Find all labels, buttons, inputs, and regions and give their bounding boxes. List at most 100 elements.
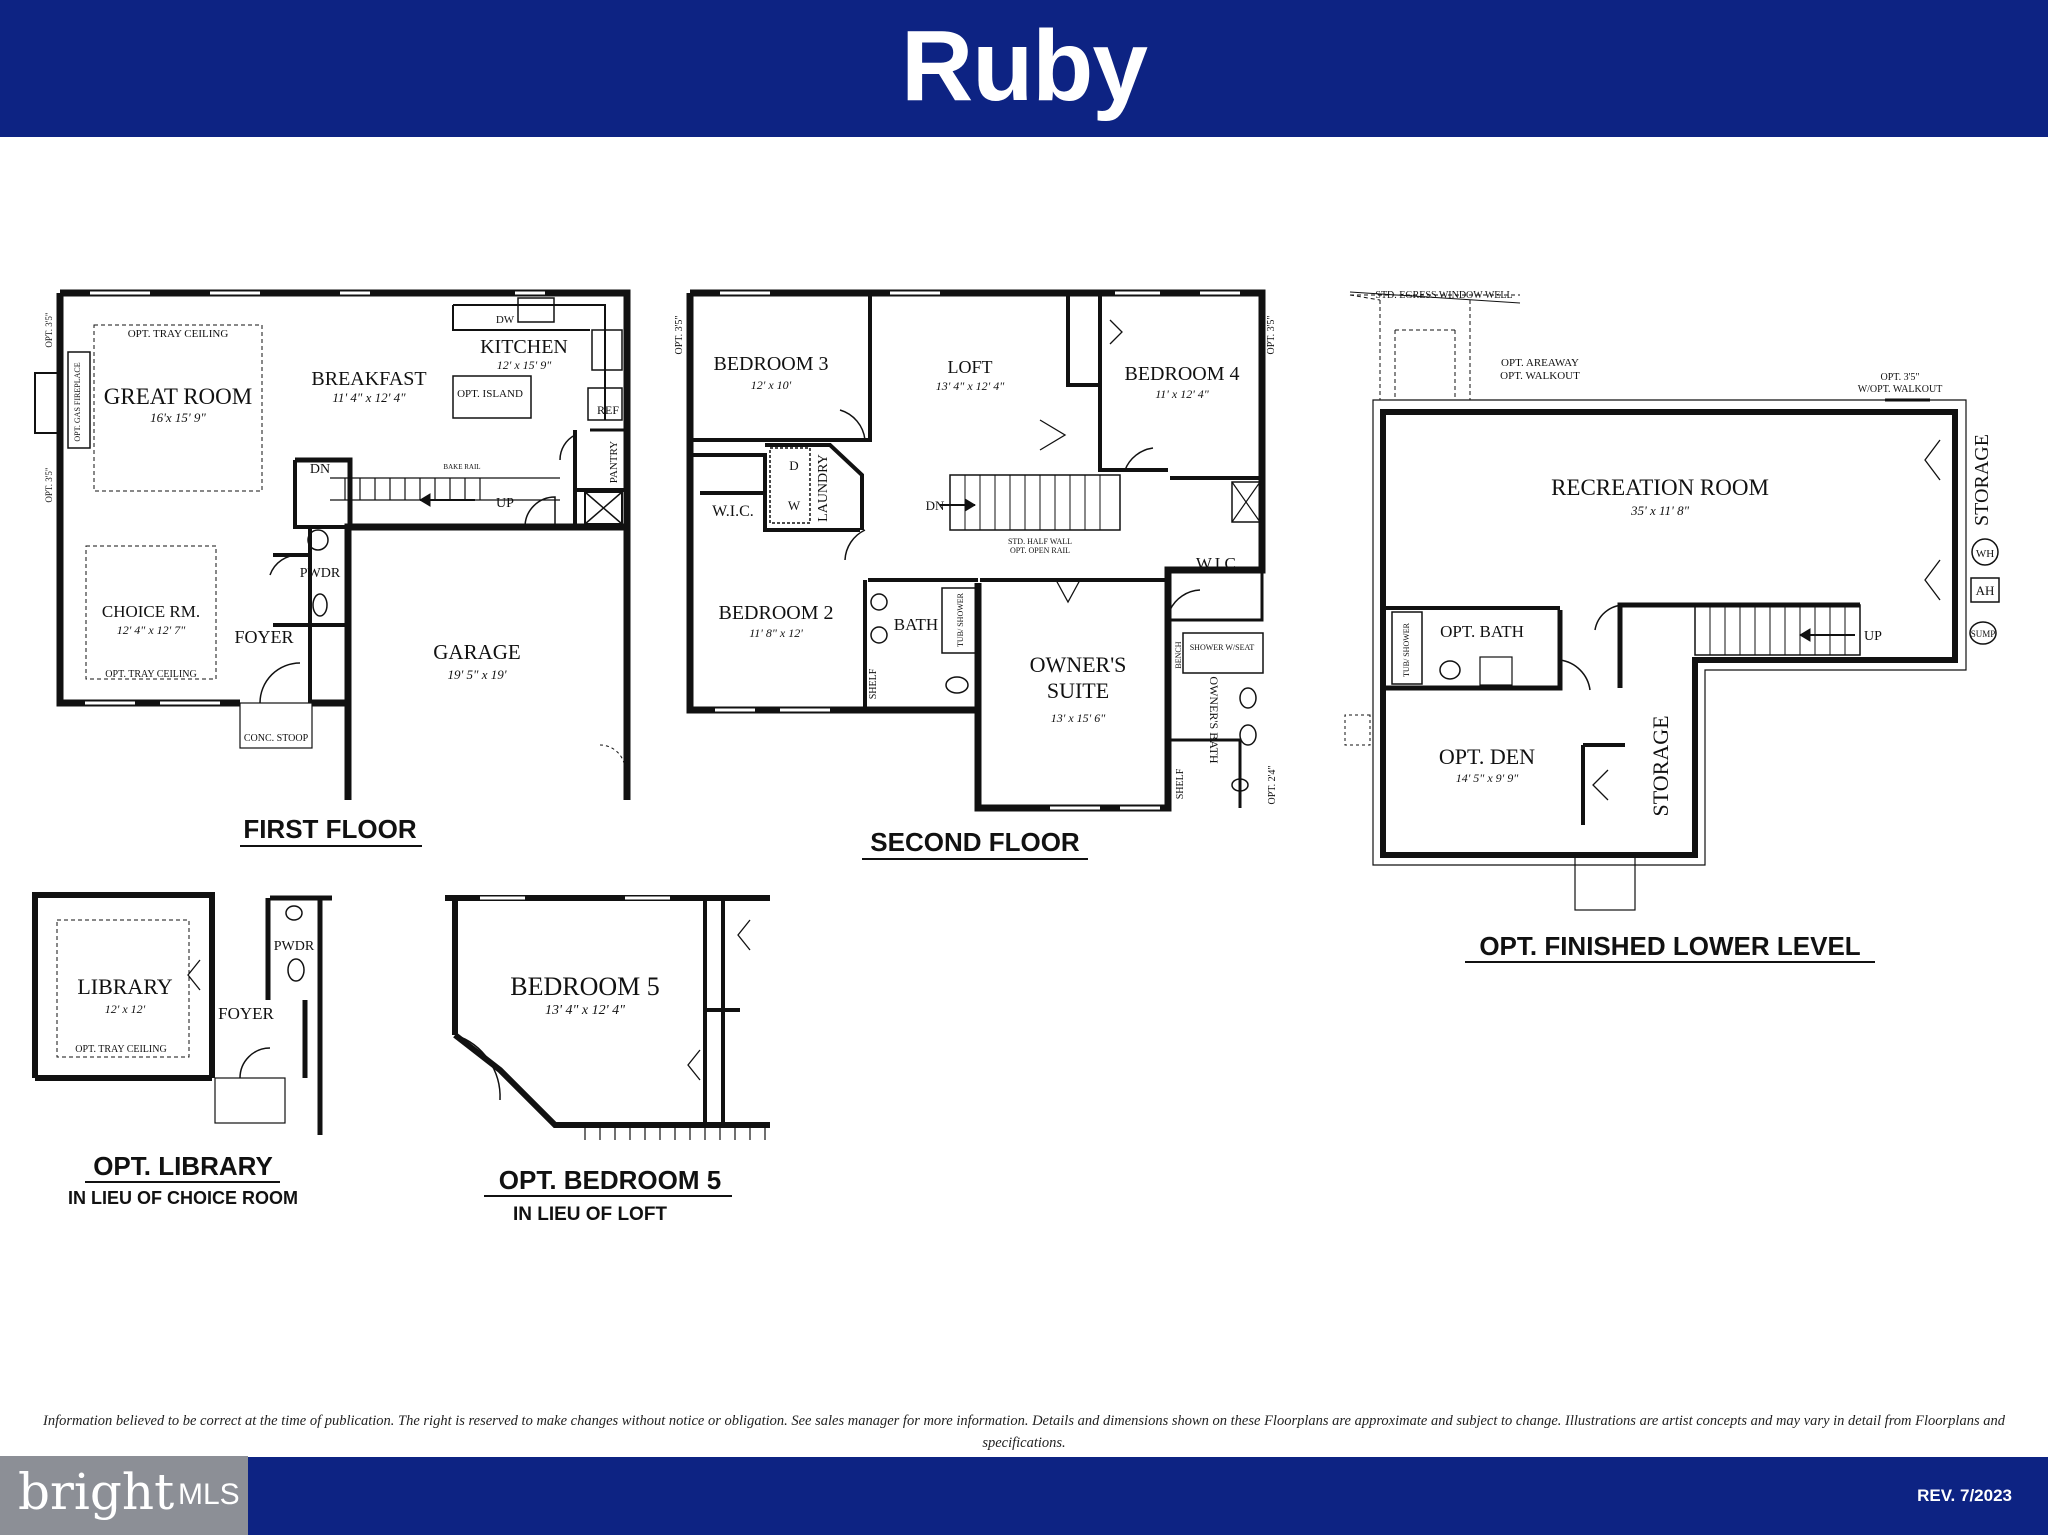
library-label: LIBRARY xyxy=(77,974,172,999)
powder-room-label: PWDR xyxy=(274,939,315,954)
bedroom-5-label: BEDROOM 5 xyxy=(510,972,660,1001)
laundry-label: LAUNDRY xyxy=(816,454,831,522)
bake-rail-note: BAKE RAIL xyxy=(443,463,480,471)
foyer-label: FOYER xyxy=(218,1004,274,1023)
lower-level-wall xyxy=(1380,409,1958,858)
open-rail-note: OPT. OPEN RAIL xyxy=(1010,546,1070,555)
walkout-door-note: W/OPT. WALKOUT xyxy=(1858,384,1943,395)
choice-room-label: CHOICE RM. xyxy=(102,602,200,621)
island-note: OPT. ISLAND xyxy=(457,388,523,400)
opt-library-subcaption: IN LIEU OF CHOICE ROOM xyxy=(68,1188,298,1208)
bedroom-5-dim: 13' 4" x 12' 4" xyxy=(545,1003,625,1018)
owners-suite-dim: 13' x 15' 6" xyxy=(1051,711,1106,725)
opt-bedroom-5-caption: OPT. BEDROOM 5 xyxy=(499,1165,721,1195)
window-note: OPT. 3'5" xyxy=(674,315,685,354)
garage-label: GARAGE xyxy=(433,640,521,664)
revision-label: REV. 7/2023 xyxy=(1917,1486,2012,1505)
areaway-note: OPT. AREAWAY xyxy=(1501,357,1579,369)
kitchen-label: KITCHEN xyxy=(480,336,568,358)
powder-room-label: PWDR xyxy=(300,566,341,581)
lower-level-labels: RECREATION ROOM 35' x 11' 8" OPT. DEN 14… xyxy=(1375,290,1996,963)
title-banner: Ruby xyxy=(0,0,2048,137)
shower-label: SHOWER W/SEAT xyxy=(1190,643,1255,652)
opt-library-caption: OPT. LIBRARY xyxy=(93,1151,273,1181)
owners-suite-label: OWNER'S xyxy=(1030,652,1127,677)
opt-bedroom-5-labels: BEDROOM 5 13' 4" x 12' 4" OPT. BEDROOM 5… xyxy=(484,972,732,1225)
second-floor-plan xyxy=(686,289,1266,812)
half-wall-note: STD. HALF WALL xyxy=(1008,537,1072,546)
recreation-room-label: RECREATION ROOM xyxy=(1551,475,1769,500)
kitchen-dim: 12' x 15' 9" xyxy=(497,358,552,372)
tub-shower-label: TUB/ SHOWER xyxy=(1402,622,1411,677)
plan-title: Ruby xyxy=(901,10,1148,122)
bedroom-3-label: BEDROOM 3 xyxy=(713,353,828,375)
opt-bedroom-5-plan xyxy=(445,895,770,1140)
great-room-label: GREAT ROOM xyxy=(104,384,252,409)
stair-down-label: DN xyxy=(926,498,945,513)
bedroom-2-label: BEDROOM 2 xyxy=(718,602,833,624)
second-floor-labels: BEDROOM 3 12' x 10' LOFT 13' 4" x 12' 4"… xyxy=(674,315,1278,860)
bath-label: BATH xyxy=(894,615,938,634)
dryer-label: D xyxy=(789,458,798,473)
first-floor-plan xyxy=(34,289,631,800)
storage-label: STORAGE xyxy=(1971,434,1993,526)
footer-bar xyxy=(0,1457,2048,1535)
lower-level-caption: OPT. FINISHED LOWER LEVEL xyxy=(1479,931,1860,961)
egress-note: STD. EGRESS WINDOW WELL xyxy=(1375,290,1512,301)
bright-mls-logo xyxy=(0,1456,248,1535)
pantry-label: PANTRY xyxy=(608,441,620,483)
tub-shower-label: TUB/ SHOWER xyxy=(956,592,965,647)
sump-label: SUMP xyxy=(1971,629,1996,639)
choice-room-dim: 12' 4" x 12' 7" xyxy=(117,623,186,637)
refrigerator-label: REF xyxy=(597,403,619,417)
tray-ceiling-note: OPT. TRAY CEILING xyxy=(75,1044,166,1055)
opt-library-labels: LIBRARY 12' x 12' OPT. TRAY CEILING PWDR… xyxy=(68,939,315,1208)
opt-bedroom-5-subcaption: IN LIEU OF LOFT xyxy=(513,1204,667,1225)
logo-text: bright xyxy=(18,1463,175,1521)
lower-level-plan xyxy=(1344,291,2000,911)
foyer-label: FOYER xyxy=(234,627,293,647)
tray-ceiling-note: OPT. TRAY CEILING xyxy=(128,328,229,340)
bedroom-2-dim: 11' 8" x 12' xyxy=(749,626,803,640)
bench-label: BENCH xyxy=(1174,641,1183,668)
library-dim: 12' x 12' xyxy=(105,1002,146,1016)
window-note: OPT. 3'5" xyxy=(1266,315,1277,354)
window-note: OPT. 2'4" xyxy=(1267,765,1278,804)
logo-mls-text: MLS xyxy=(178,1478,240,1511)
tray-ceiling-note: OPT. TRAY CEILING xyxy=(105,669,196,680)
storage-label: STORAGE xyxy=(1648,715,1673,816)
second-floor-caption: SECOND FLOOR xyxy=(870,827,1080,857)
den-label: OPT. DEN xyxy=(1439,744,1535,769)
garage-dim: 19' 5" x 19' xyxy=(447,667,506,682)
opt-bath-label: OPT. BATH xyxy=(1440,622,1524,641)
disclaimer-text: Information believed to be correct at th… xyxy=(43,1413,2005,1451)
shelf-label: SHELF xyxy=(1175,768,1186,799)
recreation-room-dim: 35' x 11' 8" xyxy=(1630,503,1690,518)
owners-bath-label: OWNER'S BATH xyxy=(1207,676,1221,763)
first-floor-caption: FIRST FLOOR xyxy=(243,814,417,844)
air-handler-label: AH xyxy=(1976,583,1995,598)
den-dim: 14' 5" x 9' 9" xyxy=(1456,771,1519,785)
opt-library-plan xyxy=(32,892,332,1135)
wic-label: W.I.C. xyxy=(1196,554,1240,573)
walkout-note: OPT. WALKOUT xyxy=(1500,370,1580,382)
loft-label: LOFT xyxy=(948,357,993,377)
window-note: OPT. 3'5" xyxy=(44,467,54,502)
first-floor-wall xyxy=(56,293,240,707)
water-heater-label: WH xyxy=(1976,548,1994,560)
stair-up-label: UP xyxy=(496,496,514,511)
dishwasher-label: DW xyxy=(496,314,515,326)
floor-plan-drawing: GREAT ROOM 16'x 15' 9" OPT. TRAY CEILING… xyxy=(32,289,2000,1225)
first-floor-labels: GREAT ROOM 16'x 15' 9" OPT. TRAY CEILING… xyxy=(44,312,620,847)
window-note: OPT. 3'5" xyxy=(44,312,54,347)
bedroom-3-dim: 12' x 10' xyxy=(751,378,792,392)
wic-label: W.I.C. xyxy=(712,503,754,520)
bedroom-4-label: BEDROOM 4 xyxy=(1124,363,1239,385)
walkout-door-note: OPT. 3'5" xyxy=(1880,372,1919,383)
stoop-label: CONC. STOOP xyxy=(244,733,309,744)
breakfast-label: BREAKFAST xyxy=(311,368,426,390)
fireplace-note: OPT. GAS FIREPLACE xyxy=(73,362,82,441)
owners-suite-label: SUITE xyxy=(1047,678,1109,703)
shelf-label: SHELF xyxy=(868,668,879,699)
great-room-dim: 16'x 15' 9" xyxy=(150,410,206,425)
